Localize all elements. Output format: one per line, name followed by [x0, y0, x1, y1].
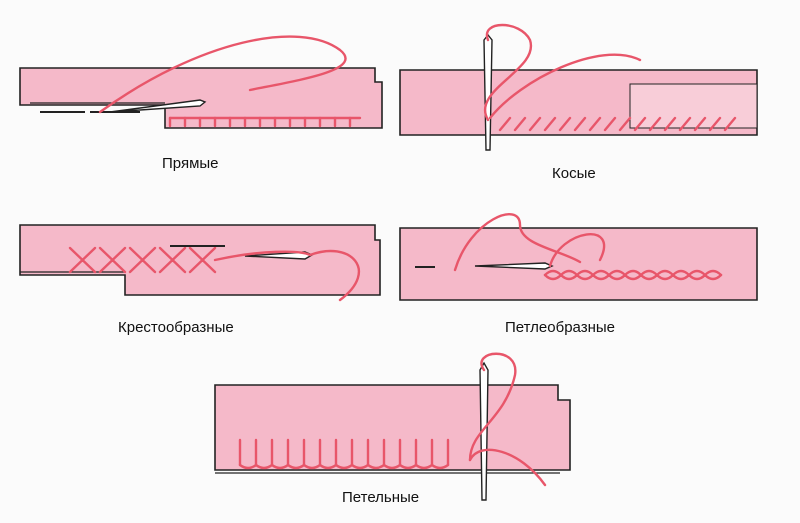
label-straight: Прямые — [162, 155, 219, 172]
panel-loop-stitches: Петлеобразные — [399, 213, 758, 336]
panel-slanted-stitches: Косые — [399, 23, 758, 182]
label-slanted: Косые — [552, 165, 596, 182]
panel-buttonhole-stitches: Петельные — [214, 352, 571, 506]
label-cross: Крестообразные — [118, 319, 234, 336]
label-buttonhole: Петельные — [342, 489, 419, 506]
panel-cross-stitches: Крестообразные — [19, 224, 381, 336]
panel-straight-stitches: Прямые — [19, 35, 383, 172]
label-loop: Петлеобразные — [505, 319, 615, 336]
